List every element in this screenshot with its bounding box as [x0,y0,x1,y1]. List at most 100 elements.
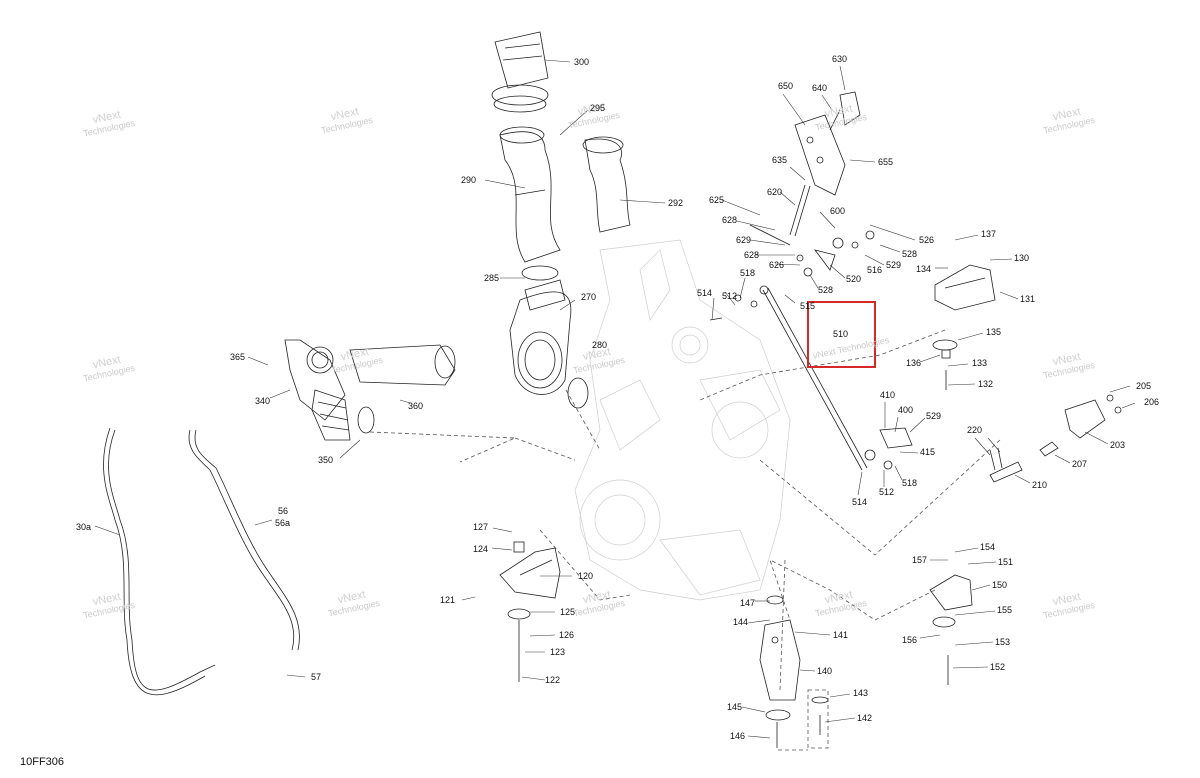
part-label[interactable]: 518 [902,478,918,488]
part-label[interactable]: 150 [992,580,1008,590]
part-label[interactable]: 123 [550,647,566,657]
engine-block [574,239,791,601]
part-label[interactable]: 141 [833,630,849,640]
part-label[interactable]: 640 [812,83,828,93]
part-label[interactable]: 124 [473,544,489,554]
part-label[interactable]: 56a [275,518,291,528]
part-label[interactable]: 140 [817,666,833,676]
intake-duct-292 [582,136,631,233]
part-label[interactable]: 650 [778,81,794,91]
part-label[interactable]: 56 [278,506,289,516]
part-label[interactable]: 121 [440,595,456,605]
part-label[interactable]: 154 [980,542,996,552]
part-label[interactable]: 514 [852,497,868,507]
part-label[interactable]: 132 [978,379,994,389]
part-label[interactable]: 410 [880,390,896,400]
part-label[interactable]: 152 [990,662,1006,672]
part-label[interactable]: 270 [581,292,597,302]
part-label[interactable]: 153 [995,637,1011,647]
mount-120 [499,541,561,682]
part-label[interactable]: 350 [318,455,334,465]
part-label[interactable]: 515 [800,301,816,311]
part-label[interactable]: 127 [473,522,489,532]
part-label[interactable]: 512 [879,487,895,497]
part-label[interactable]: 516 [867,265,883,275]
part-label[interactable]: 205 [1136,381,1152,391]
part-label[interactable]: 529 [926,411,942,421]
part-label[interactable]: 142 [857,713,873,723]
part-label[interactable]: 415 [920,447,936,457]
part-label[interactable]: 528 [902,249,918,259]
clamp-280 [567,377,589,409]
part-label[interactable]: 518 [740,268,756,278]
part-label[interactable]: 30a [76,522,92,532]
hose-30a [103,427,216,696]
part-label[interactable]: 400 [898,405,914,415]
part-label[interactable]: 626 [769,260,785,270]
part-label[interactable]: 285 [484,273,500,283]
part-label[interactable]: 131 [1020,294,1036,304]
part-label[interactable]: 655 [878,157,894,167]
mount-130 [932,264,996,390]
part-label[interactable]: 620 [767,187,783,197]
part-label[interactable]: 134 [916,264,932,274]
part-label[interactable]: 57 [311,672,322,682]
part-label[interactable]: 625 [709,195,725,205]
part-label[interactable]: 300 [574,57,590,67]
part-label[interactable]: 628 [744,250,760,260]
part-label[interactable]: 155 [997,605,1013,615]
part-label[interactable]: 146 [730,731,746,741]
air-box-270 [509,279,572,395]
part-label[interactable]: 203 [1110,440,1126,450]
part-label[interactable]: 290 [461,175,477,185]
part-label[interactable]: 133 [972,358,988,368]
part-label[interactable]: 514 [697,288,713,298]
part-label[interactable]: 360 [408,401,424,411]
shift-linkage-510 [759,285,868,471]
link-207 [1039,441,1059,457]
part-label[interactable]: 135 [986,327,1002,337]
highlight-box-510[interactable] [807,301,876,368]
part-label[interactable]: 145 [727,702,743,712]
part-label[interactable]: 156 [902,635,918,645]
part-label[interactable]: 137 [981,229,997,239]
bracket-340 [284,339,346,421]
part-label[interactable]: 207 [1072,459,1088,469]
clamp-285 [521,265,559,281]
part-label[interactable]: 628 [722,215,738,225]
part-label[interactable]: 526 [919,235,935,245]
part-label[interactable]: 136 [906,358,922,368]
part-label[interactable]: 120 [578,571,594,581]
part-label[interactable]: 292 [668,198,684,208]
part-label[interactable]: 635 [772,155,788,165]
part-label[interactable]: 280 [592,340,608,350]
part-label[interactable]: 600 [830,206,846,216]
part-label[interactable]: 206 [1144,397,1160,407]
dashed-leaders [369,329,1001,751]
part-label[interactable]: 125 [560,607,576,617]
part-label[interactable]: 147 [740,598,756,608]
part-label[interactable]: 130 [1014,253,1030,263]
part-label[interactable]: 157 [912,555,928,565]
part-label[interactable]: 512 [722,291,738,301]
part-label[interactable]: 630 [832,54,848,64]
part-label[interactable]: 126 [559,630,575,640]
figure-code: 10FF306 [20,756,65,768]
part-label[interactable]: 122 [545,675,561,685]
part-label[interactable]: 295 [590,103,606,113]
part-label[interactable]: 520 [846,274,862,284]
part-label-510[interactable]: 510 [833,329,849,339]
clamp-350 [357,406,375,434]
part-label[interactable]: 365 [230,352,246,362]
part-label[interactable]: 220 [967,425,983,435]
part-label[interactable]: 210 [1032,480,1048,490]
part-label[interactable]: 340 [255,396,271,406]
part-label[interactable]: 528 [818,285,834,295]
part-label[interactable]: 151 [998,557,1014,567]
part-label[interactable]: 144 [733,617,749,627]
part-label[interactable]: 529 [886,260,902,270]
duct-360 [349,344,456,386]
part-label[interactable]: 629 [736,235,752,245]
part-label[interactable]: 143 [853,688,869,698]
